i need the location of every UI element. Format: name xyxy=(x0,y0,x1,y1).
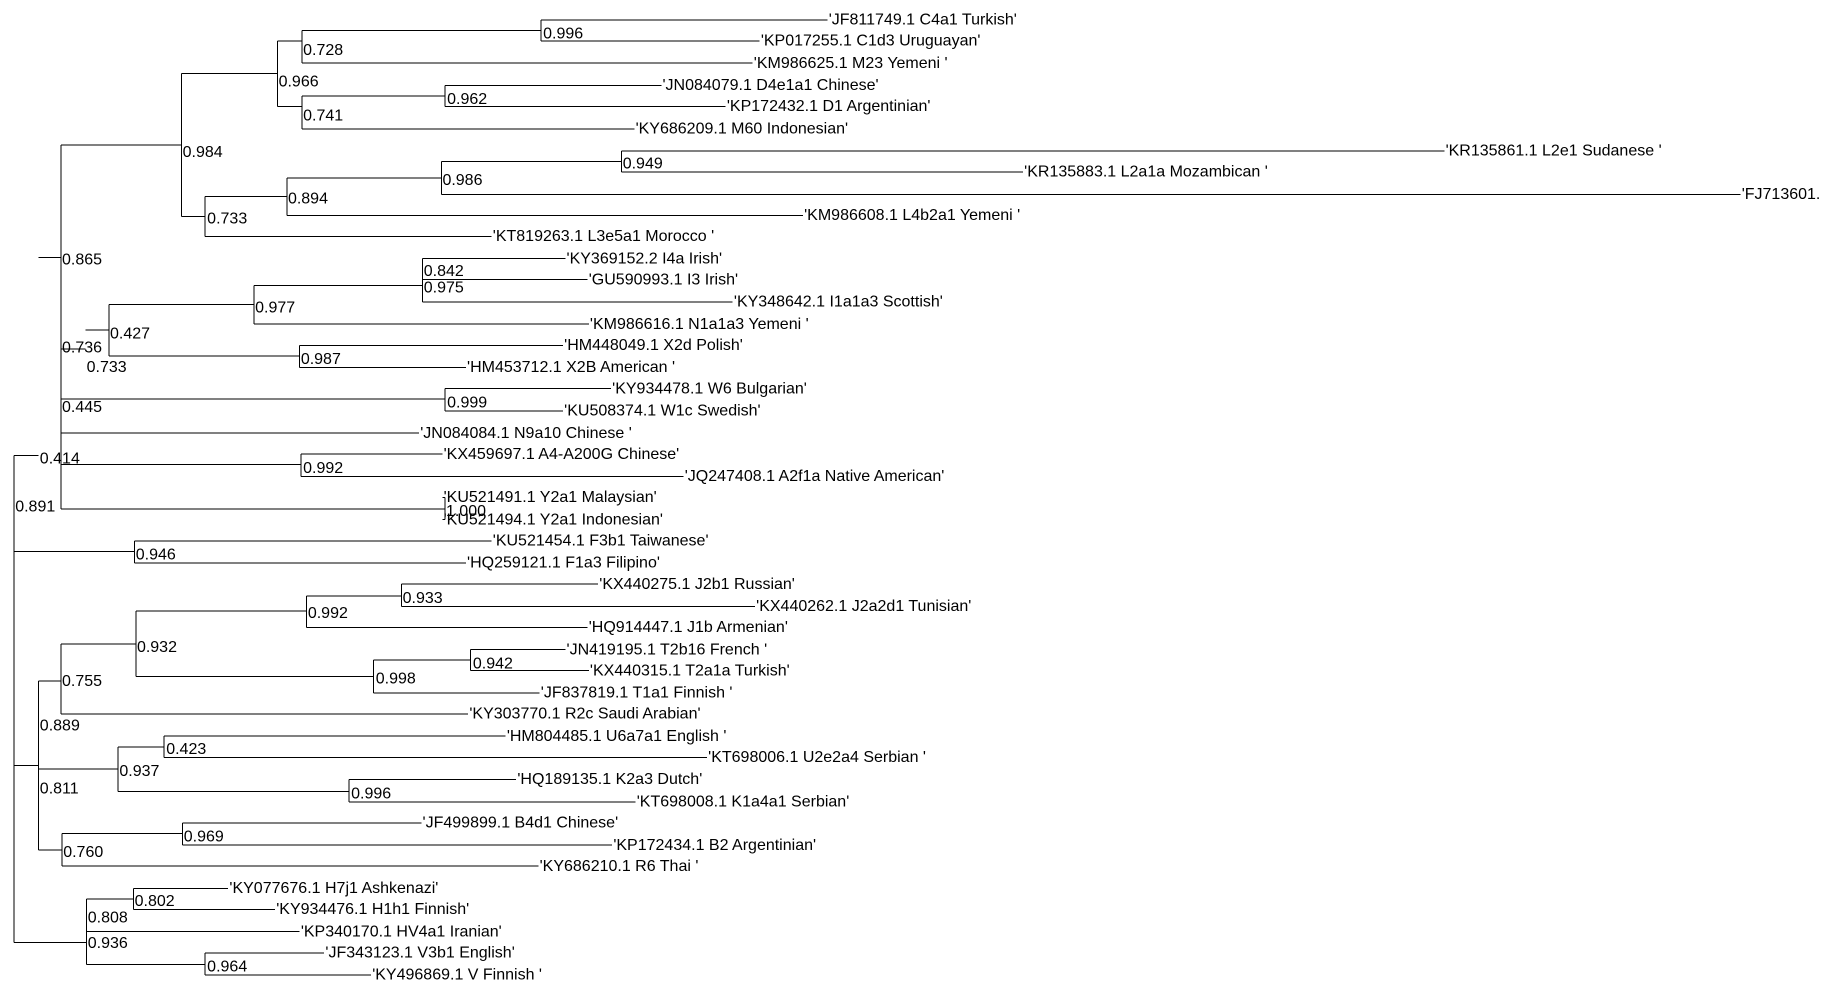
leaf-label: 'KY686209.1 M60 Indonesian' xyxy=(636,120,849,137)
leaf-label: 'KT698008.1 K1a4a1 Serbian' xyxy=(637,793,850,810)
leaf-label: 'HQ189135.1 K2a3 Dutch' xyxy=(517,771,702,788)
support-value-label: 0.969 xyxy=(184,829,224,846)
leaf-label: 'KY369152.2 I4a Irish' xyxy=(567,250,723,267)
leaf-label: 'KX440275.1 J2b1 Russian' xyxy=(599,576,795,593)
support-value-label: 0.962 xyxy=(447,91,487,108)
support-value-label: 0.964 xyxy=(207,959,247,976)
support-value-label: 0.733 xyxy=(207,211,247,228)
leaf-label: 'KX440315.1 T2a1a Turkish' xyxy=(590,662,790,679)
support-value-label: 0.733 xyxy=(87,359,127,376)
leaf-label: 'KR135861.1 L2e1 Sudanese ' xyxy=(1446,143,1662,160)
support-value-label: 0.936 xyxy=(88,935,128,952)
support-value-label: 0.986 xyxy=(442,172,482,189)
leaf-label: 'KP172432.1 D1 Argentinian' xyxy=(727,98,931,115)
support-value-label: 0.932 xyxy=(137,639,177,656)
support-value-label: 0.755 xyxy=(62,673,102,690)
leaf-label: 'KP017255.1 C1d3 Uruguayan' xyxy=(761,33,981,50)
leaf-label: 'KM986625.1 M23 Yemeni ' xyxy=(754,55,948,72)
leaf-label: 'KP340170.1 HV4a1 Iranian' xyxy=(301,923,502,940)
leaf-label: 'KY077676.1 H7j1 Ashkenazi' xyxy=(229,880,438,897)
support-value-label: 0.741 xyxy=(303,108,343,125)
support-value-label: 0.865 xyxy=(62,252,102,269)
leaf-label: 'KY348642.1 I1a1a3 Scottish' xyxy=(734,294,943,311)
support-value-label: 0.975 xyxy=(424,280,464,297)
leaf-label: 'KU508374.1 W1c Swedish' xyxy=(564,403,760,420)
support-value-label: 0.728 xyxy=(303,42,343,59)
support-value-label: 0.842 xyxy=(424,263,464,280)
support-value-label: 0.414 xyxy=(40,451,80,468)
support-value-label: 0.808 xyxy=(88,909,128,926)
support-value-label: 0.891 xyxy=(15,499,55,516)
support-value-label: 0.946 xyxy=(136,546,176,563)
leaf-label: 'GU590993.1 I3 Irish' xyxy=(589,271,738,288)
support-value-label: 0.736 xyxy=(62,339,102,356)
leaf-label: 'KM986616.1 N1a1a3 Yemeni ' xyxy=(590,316,809,333)
support-value-label: 0.987 xyxy=(301,351,341,368)
leaf-label: 'HM804485.1 U6a7a1 English ' xyxy=(507,728,727,745)
leaf-label: 'JF343123.1 V3b1 English' xyxy=(325,944,514,961)
support-value-label: 0.996 xyxy=(543,26,583,43)
leaf-label: 'KP172434.1 B2 Argentinian' xyxy=(613,837,816,854)
support-value-label: 0.894 xyxy=(288,191,328,208)
leaf-label: 'JQ247408.1 A2f1a Native American' xyxy=(685,468,945,485)
support-value-label: 0.445 xyxy=(62,399,102,416)
leaf-label: 'KU521494.1 Y2a1 Indonesian' xyxy=(444,511,663,528)
leaf-label: 'JN084079.1 D4e1a1 Chinese' xyxy=(663,77,879,94)
support-value-label: 0.992 xyxy=(308,605,348,622)
support-value-label: 0.942 xyxy=(473,655,513,672)
support-value-label: 0.933 xyxy=(403,590,443,607)
leaf-label: 'FJ713601. xyxy=(1742,186,1821,203)
leaf-label: 'JN084084.1 N9a10 Chinese ' xyxy=(420,425,632,442)
support-value-label: 0.996 xyxy=(351,785,391,802)
support-value-label: 0.423 xyxy=(166,741,206,758)
support-value-label: 0.937 xyxy=(119,763,159,780)
support-value-label: 0.889 xyxy=(40,717,80,734)
leaf-label: 'JF499899.1 B4d1 Chinese' xyxy=(423,815,619,832)
leaf-label: 'HM453712.1 X2B American ' xyxy=(467,359,675,376)
support-value-label: 1.000 xyxy=(446,503,486,520)
leaf-label: 'HM448049.1 X2d Polish' xyxy=(564,337,743,354)
support-value-label: 0.998 xyxy=(376,671,416,688)
leaf-label: 'JF837819.1 T1a1 Finnish ' xyxy=(541,685,733,702)
leaf-label: 'KT819263.1 L3e5a1 Morocco ' xyxy=(493,228,714,245)
support-value-label: 0.760 xyxy=(63,844,103,861)
support-value-label: 0.949 xyxy=(623,156,663,173)
leaf-label: 'HQ259121.1 F1a3 Filipino' xyxy=(467,555,660,572)
leaf-label: 'KX440262.1 J2a2d1 Tunisian' xyxy=(756,598,971,615)
support-value-label: 0.811 xyxy=(40,781,79,798)
support-value-label: 0.977 xyxy=(255,300,295,317)
leaf-label: 'KR135883.1 L2a1a Mozambican ' xyxy=(1024,164,1268,181)
leaf-label: 'KY686210.1 R6 Thai ' xyxy=(540,858,699,875)
support-value-label: 0.802 xyxy=(135,893,175,910)
support-value-label: 0.966 xyxy=(279,74,319,91)
support-value-label: 0.427 xyxy=(110,325,150,342)
leaf-label: 'KY934478.1 W6 Bulgarian' xyxy=(612,380,807,397)
leaf-label: 'KY303770.1 R2c Saudi Arabian' xyxy=(469,706,700,723)
leaf-label: 'KT698006.1 U2e2a4 Serbian ' xyxy=(708,749,926,766)
leaf-label: 'KY934476.1 H1h1 Finnish' xyxy=(276,901,469,918)
leaf-label: 'KU521454.1 F3b1 Taiwanese' xyxy=(493,532,709,549)
leaf-label: 'JF811749.1 C4a1 Turkish' xyxy=(829,12,1017,29)
support-value-label: 0.992 xyxy=(303,460,343,477)
support-value-label: 0.984 xyxy=(183,144,223,161)
leaf-label: 'KY496869.1 V Finnish ' xyxy=(372,967,542,984)
leaf-label: 'KX459697.1 A4-A200G Chinese' xyxy=(444,446,680,463)
leaf-label: 'JN419195.1 T2b16 French ' xyxy=(567,641,768,658)
leaf-label: 'KM986608.1 L4b2a1 Yemeni ' xyxy=(804,207,1020,224)
leaf-label: 'HQ914447.1 J1b Armenian' xyxy=(589,619,788,636)
support-value-label: 0.999 xyxy=(447,394,487,411)
leaf-label: 'KU521491.1 Y2a1 Malaysian' xyxy=(444,489,657,506)
